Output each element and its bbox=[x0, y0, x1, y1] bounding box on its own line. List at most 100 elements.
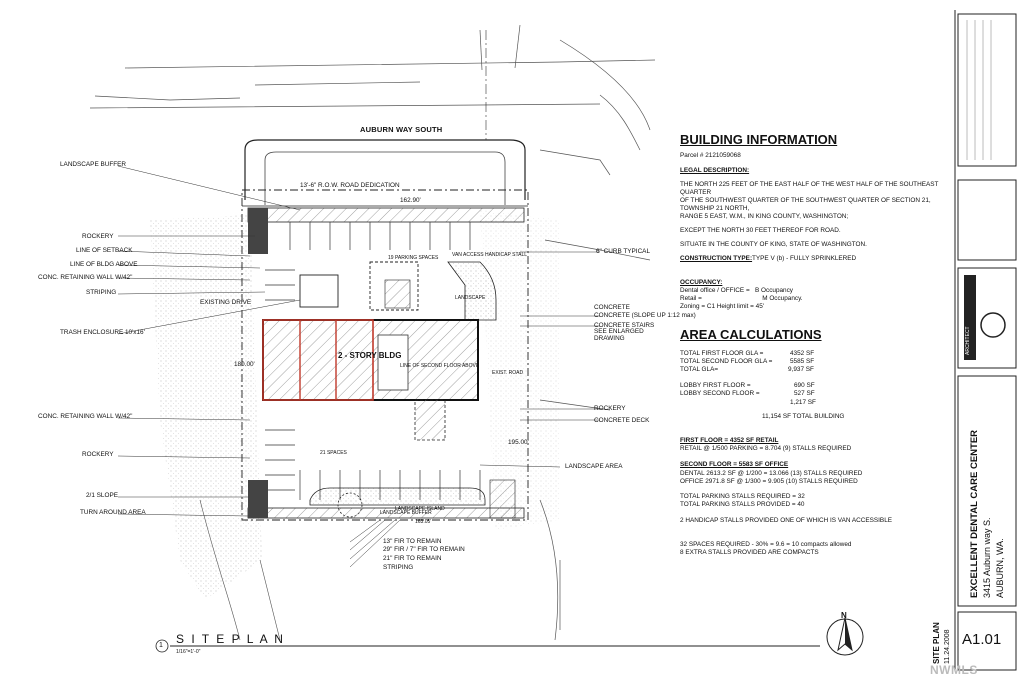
label-concrete: CONCRETE bbox=[594, 304, 630, 311]
area-row-value: 690 SF bbox=[794, 382, 815, 389]
architect-label: ARCHITECT bbox=[965, 326, 971, 355]
north-label: N bbox=[841, 611, 847, 620]
area-row-label: TOTAL SECOND FLOOR GLA = bbox=[680, 358, 773, 365]
legal-heading: LEGAL DESCRIPTION: bbox=[680, 167, 750, 174]
occupancy-heading: OCCUPANCY: bbox=[680, 279, 723, 286]
project-address-2: AUBURN, WA. bbox=[995, 538, 1005, 598]
second-floor-line: DENTAL 2613.2 SF @ 1/200 = 13.066 (13) S… bbox=[680, 470, 863, 477]
area-row-label: TOTAL GLA= bbox=[680, 366, 719, 373]
label-curb: 6" CURB TYPICAL bbox=[596, 248, 651, 255]
road-contours bbox=[89, 24, 656, 641]
building-info-title: BUILDING INFORMATION bbox=[680, 132, 838, 147]
building-retail-red bbox=[262, 319, 374, 401]
south-stairs bbox=[414, 399, 446, 441]
handicap-note: 2 HANDICAP STALLS PROVIDED ONE OF WHICH … bbox=[680, 517, 893, 524]
compacts-note: 32 SPACES REQUIRED - 30% = 9.6 = 10 comp… bbox=[680, 541, 852, 548]
label-striping: STRIPING bbox=[86, 289, 117, 296]
nwmls-watermark: NWMLS bbox=[930, 663, 978, 677]
label-rockery: ROCKERY bbox=[82, 233, 114, 240]
legal-line: RANGE 5 EAST, W.M., IN KING COUNTY, WASH… bbox=[680, 213, 849, 220]
label-row-dedication: 13'-6" R.O.W. ROAD DEDICATION bbox=[300, 182, 400, 189]
first-floor-line: RETAIL @ 1/500 PARKING = 8.704 (9) STALL… bbox=[680, 445, 852, 452]
label-tree-2: 29" FIR / 7" FIR TO REMAIN bbox=[383, 546, 465, 553]
leader-lines bbox=[117, 165, 600, 568]
label-van-access: VAN ACCESS HANDICAP STALL bbox=[452, 252, 528, 258]
area-row-value: 5585 SF bbox=[790, 358, 815, 365]
area-row-label: LOBBY SECOND FLOOR = bbox=[680, 390, 760, 397]
first-floor-heading: FIRST FLOOR = 4352 SF RETAIL bbox=[680, 437, 779, 444]
north-arrow-icon bbox=[826, 617, 864, 656]
project-name: EXCELLENT DENTAL CARE CENTER bbox=[969, 429, 980, 598]
construction-value: TYPE V (b) - FULLY SPRINKLERED bbox=[752, 255, 857, 262]
label-tree-3: 21" FIR TO REMAIN bbox=[383, 555, 442, 562]
west-parking-stalls bbox=[265, 269, 295, 491]
terrain-area bbox=[150, 215, 262, 600]
site-plan-scale: 1/16"=1'-0" bbox=[176, 649, 201, 655]
occupancy-line: Retail = M Occupancy. bbox=[680, 295, 803, 302]
label-trash-enclosure: TRASH ENCLOSURE 10'x16' bbox=[60, 329, 145, 336]
label-striping-2: STRIPING bbox=[383, 564, 414, 571]
label-concrete-stairs: CONCRETE STAIRS SEE ENLARGED DRAWING bbox=[594, 322, 655, 342]
label-conc-wall-2: CONC. RETAINING WALL W/42" bbox=[38, 413, 133, 420]
street-name: AUBURN WAY SOUTH bbox=[360, 125, 443, 134]
sheet-title: SITE PLAN bbox=[932, 622, 941, 664]
label-rockery-2: ROCKERY bbox=[82, 451, 114, 458]
area-row-value: 4352 SF bbox=[790, 350, 815, 357]
area-row-label: TOTAL FIRST FLOOR GLA = bbox=[680, 350, 764, 357]
label-dim-left: 180.00' bbox=[234, 361, 255, 368]
second-floor-heading: SECOND FLOOR = 5583 SF OFFICE bbox=[680, 461, 789, 468]
label-landscape-area: LANDSCAPE AREA bbox=[565, 463, 623, 470]
label-parking-21: 21 SPACES bbox=[320, 450, 347, 456]
label-slope: 2/1 SLOPE bbox=[86, 492, 118, 499]
north-parking-stalls bbox=[289, 222, 471, 250]
east-landscape-island bbox=[447, 261, 497, 321]
label-line-second-floor: LINE OF SECOND FLOOR ABOVE bbox=[400, 363, 480, 369]
area-row-value: 1,217 SF bbox=[790, 399, 816, 406]
label-line-of-setback: LINE OF SETBACK bbox=[76, 247, 133, 254]
terrain-area-right bbox=[480, 210, 560, 530]
label-dim-bottom: 163.05' bbox=[415, 519, 432, 525]
label-exist-road: EXIST. ROAD bbox=[492, 370, 524, 376]
building-label: 2 - STORY BLDG bbox=[338, 351, 402, 360]
label-exist-drive: EXISTING DRIVE bbox=[200, 299, 252, 306]
building-footprint bbox=[262, 319, 479, 401]
parking-total: TOTAL PARKING STALLS PROVIDED = 40 bbox=[680, 501, 805, 508]
tree bbox=[337, 492, 363, 518]
label-line-of-bldg-above: LINE OF BLDG ABOVE bbox=[70, 261, 138, 268]
second-floor-line: OFFICE 2971.8 SF @ 1/300 = 9.905 (10) ST… bbox=[680, 478, 858, 485]
label-dim-top: 162.90' bbox=[400, 197, 421, 204]
label-landscape-buffer: LANDSCAPE BUFFER bbox=[60, 161, 127, 168]
label-rockery-3: ROCKERY bbox=[594, 405, 626, 412]
label-conc-wall: CONC. RETAINING WALL W/42" bbox=[38, 274, 133, 281]
area-row-value: 527 SF bbox=[794, 390, 815, 397]
total-building: 11,154 SF TOTAL BUILDING bbox=[762, 413, 845, 420]
situate-line: SITUATE IN THE COUNTY OF KING, STATE OF … bbox=[680, 241, 867, 248]
area-row-label: LOBBY FIRST FLOOR = bbox=[680, 382, 751, 389]
construction-label: CONSTRUCTION TYPE: bbox=[680, 255, 753, 262]
occupancy-line: Dental office / OFFICE = B Occupancy bbox=[680, 287, 794, 294]
label-turn-around: TURN AROUND AREA bbox=[80, 509, 146, 516]
label-landscape-island: LANDSCAPE ISLAND bbox=[395, 506, 445, 512]
section-callout-circle bbox=[155, 639, 169, 653]
sheet-date: 11.24.2008 bbox=[944, 629, 951, 664]
label-parking-19: 19 PARKING SPACES bbox=[388, 255, 439, 261]
label-tree-1: 13" FIR TO REMAIN bbox=[383, 538, 442, 545]
callout-number: 1 bbox=[159, 642, 163, 649]
sheet-number: A1.01 bbox=[962, 631, 1002, 648]
parcel-number: Parcel # 2121059068 bbox=[680, 152, 741, 159]
road-curb bbox=[244, 139, 526, 200]
except-line: EXCEPT THE NORTH 30 FEET THEREOF FOR ROA… bbox=[680, 227, 841, 234]
site-plan-title: S I T E P L A N bbox=[176, 632, 285, 646]
area-row-value: 9,937 SF bbox=[788, 366, 814, 373]
parking-total: TOTAL PARKING STALLS REQUIRED = 32 bbox=[680, 493, 805, 500]
legal-line: TOWNSHIP 21 NORTH, bbox=[680, 205, 750, 212]
label-landscape: LANDSCAPE bbox=[455, 295, 486, 301]
label-concrete-deck: CONCRETE DECK bbox=[594, 417, 650, 424]
project-address-1: 3415 Auburn way S. bbox=[982, 517, 992, 598]
label-landscape-buffer-2: LANDSCAPE BUFFER bbox=[380, 510, 432, 516]
legal-line: THE NORTH 225 FEET OF THE EAST HALF OF T… bbox=[680, 181, 939, 188]
legal-line: QUARTER bbox=[680, 189, 712, 196]
area-calc-title: AREA CALCULATIONS bbox=[680, 327, 822, 342]
legal-line: OF THE SOUTHWEST QUARTER OF THE SOUTHWES… bbox=[680, 197, 931, 204]
